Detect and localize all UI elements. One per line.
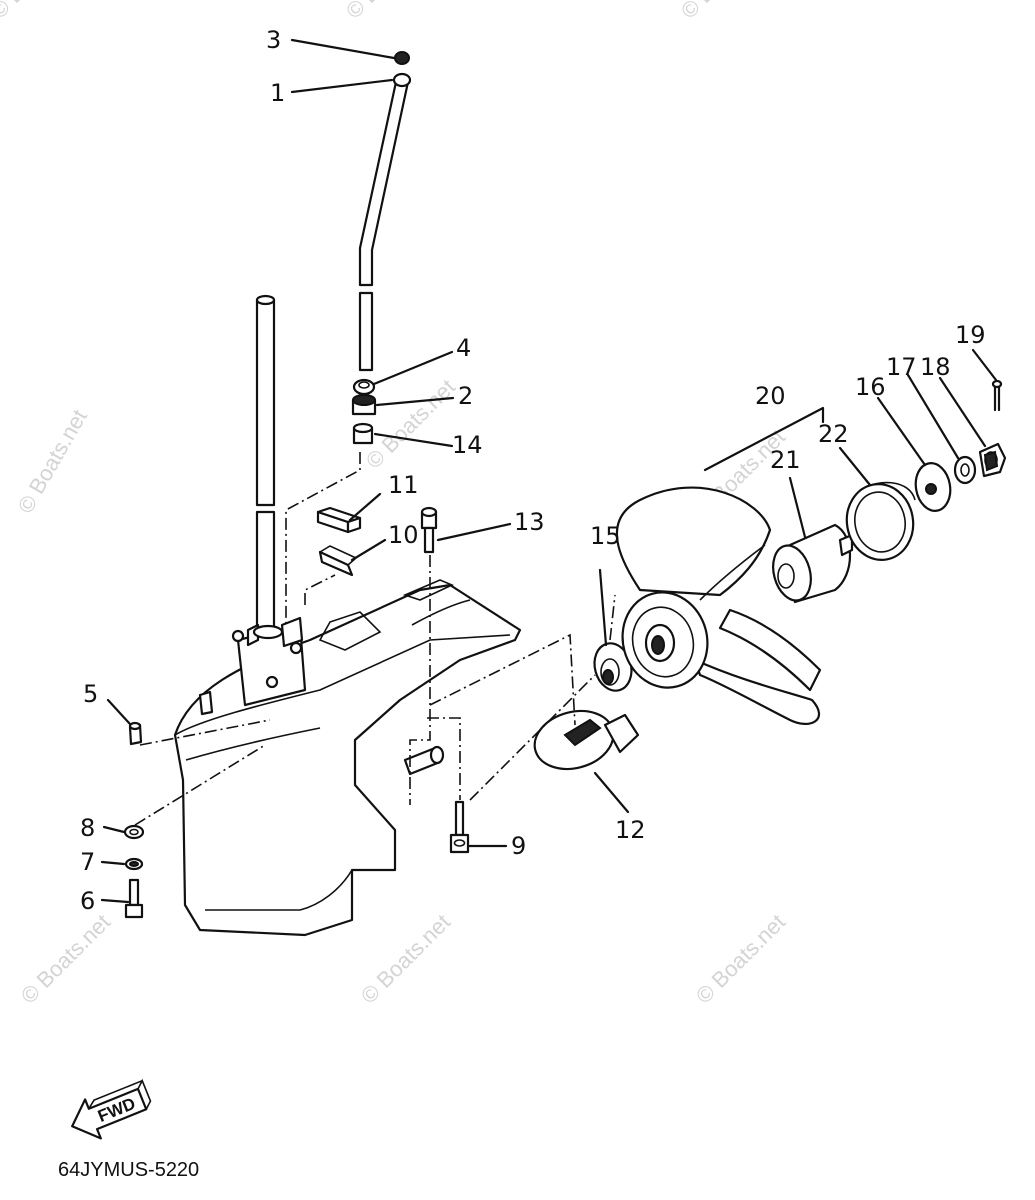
watermark-top-right: © Boats.net (676, 0, 775, 24)
fwd-arrow: FWD (71, 1078, 152, 1140)
callout-labels: 3 1 4 2 14 11 10 13 15 5 8 7 6 9 12 20 2… (80, 26, 986, 915)
callout-13: 13 (514, 508, 545, 536)
callout-8: 8 (80, 814, 95, 842)
shift-rod (358, 51, 412, 372)
anodes (316, 506, 362, 577)
callout-20: 20 (755, 382, 786, 410)
rod-bushings (351, 378, 377, 445)
watermark-bottom-right: © Boats.net (691, 909, 790, 1008)
watermark-bottom-left: © Boats.net (16, 909, 115, 1008)
trim-tab (533, 709, 640, 771)
callout-2: 2 (458, 382, 473, 410)
lower-case (173, 579, 522, 937)
callout-12: 12 (615, 816, 646, 844)
diagram-code: 64JYMUS-5220 (58, 1159, 199, 1181)
watermark-bottom-center: © Boats.net (356, 909, 455, 1008)
callout-22: 22 (818, 420, 849, 448)
callout-17: 17 (886, 353, 917, 381)
drive-shaft (255, 294, 276, 630)
callout-14: 14 (452, 431, 483, 459)
bolt-13 (420, 506, 438, 554)
callout-9: 9 (511, 832, 526, 860)
dowel-pin (128, 721, 143, 746)
drain-hardware (123, 824, 145, 919)
watermark-left: © Boats.net (13, 405, 92, 517)
callout-7: 7 (80, 848, 95, 876)
callout-11: 11 (388, 471, 419, 499)
propeller (615, 486, 822, 725)
callout-10: 10 (388, 521, 419, 549)
watermark-top-center: © Boats.net (341, 0, 440, 24)
watermark-top-left: © Boats.net (0, 0, 85, 24)
prop-spacer (772, 523, 854, 604)
callout-18: 18 (920, 353, 951, 381)
callout-5: 5 (83, 680, 98, 708)
callout-21: 21 (770, 446, 801, 474)
leader-lines (100, 38, 998, 904)
watermark-center: © Boats.net (361, 374, 460, 473)
callout-6: 6 (80, 887, 95, 915)
callout-4: 4 (456, 334, 471, 362)
cotter-pin (991, 379, 1003, 412)
prop-nut (978, 442, 1007, 478)
callout-1: 1 (270, 79, 285, 107)
callout-3: 3 (266, 26, 281, 54)
thrust-ring (845, 481, 916, 561)
callout-19: 19 (955, 321, 986, 349)
assembly-lines (134, 452, 616, 826)
bolt-9 (449, 800, 470, 854)
callout-15: 15 (590, 522, 621, 550)
washer-16 (914, 462, 952, 512)
callout-16: 16 (855, 373, 886, 401)
washer-17 (953, 455, 977, 485)
